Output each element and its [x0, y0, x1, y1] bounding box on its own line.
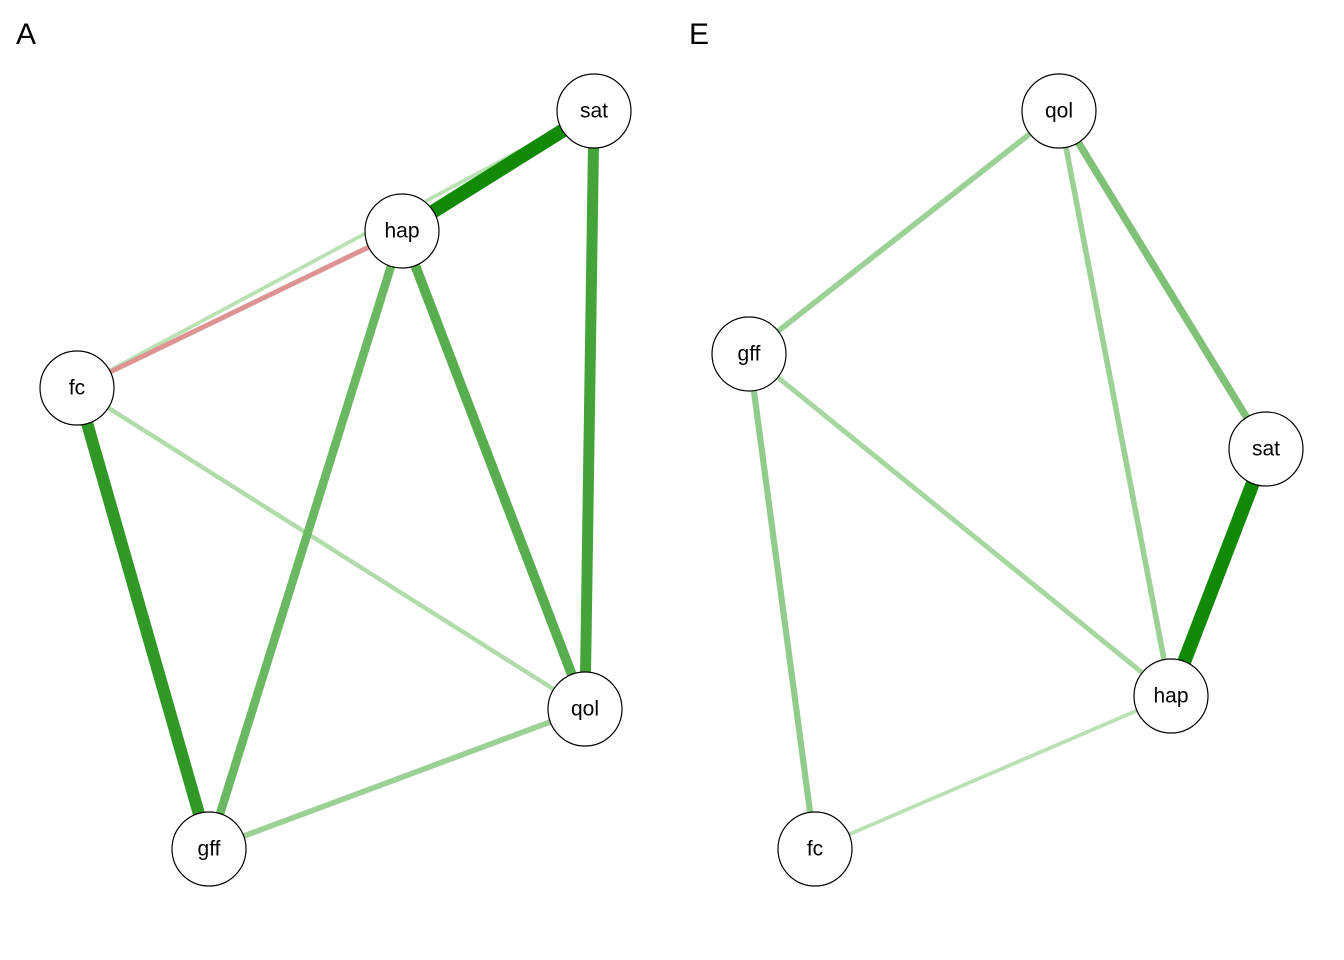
edge-hap-fc: [814, 694, 1172, 851]
node-qol: qol: [1021, 73, 1097, 149]
panel-label-a: A: [16, 18, 37, 51]
node-circle: [777, 811, 853, 887]
node-label: fc: [807, 838, 823, 861]
edge-gff-qol: [208, 706, 586, 852]
node-circle: [39, 350, 115, 426]
edge-hap-sat: [398, 105, 598, 237]
node-hap: hap: [364, 193, 440, 269]
node-label: hap: [1153, 685, 1188, 708]
node-circle: [171, 811, 247, 887]
node-gff: gff: [711, 316, 787, 392]
node-circle: [556, 73, 632, 149]
panel-e-nodes: qol gff sat hap fc: [711, 73, 1304, 887]
node-label: qol: [571, 698, 599, 721]
edge-qol-hap: [1056, 110, 1174, 697]
node-circle: [547, 671, 623, 747]
node-circle: [364, 193, 440, 269]
panel-a-nodes: sat hap fc qol gff: [39, 73, 632, 887]
edge-gff-hap: [747, 352, 1173, 698]
edge-fc-gff: [71, 386, 215, 851]
node-qol: qol: [547, 671, 623, 747]
node-label: gff: [198, 838, 221, 861]
edge-fc-qol: [75, 386, 587, 711]
node-circle: [1021, 73, 1097, 149]
panel-label-e: E: [689, 18, 710, 51]
edge-sat-qol: [579, 110, 600, 710]
node-label: gff: [738, 343, 761, 366]
edge-gff-fc: [745, 353, 819, 850]
edge-sat-hap: [1164, 446, 1273, 699]
node-label: sat: [580, 100, 608, 123]
node-sat: sat: [1228, 411, 1304, 487]
node-label: hap: [384, 220, 419, 243]
node-fc: fc: [777, 811, 853, 887]
node-label: sat: [1252, 438, 1280, 461]
node-hap: hap: [1133, 658, 1209, 734]
node-circle: [1228, 411, 1304, 487]
node-sat: sat: [556, 73, 632, 149]
edge-fc-hap: [75, 228, 404, 391]
edge-hap-gff: [204, 229, 407, 851]
node-label: fc: [69, 377, 85, 400]
edge-qol-sat: [1055, 109, 1270, 451]
edge-hap-qol: [397, 229, 590, 711]
node-circle: [1133, 658, 1209, 734]
node-gff: gff: [171, 811, 247, 887]
panel-e-edges: [745, 108, 1273, 851]
node-label: qol: [1045, 100, 1073, 123]
node-circle: [711, 316, 787, 392]
edge-qol-gff: [747, 108, 1061, 357]
panel-a-edges: [71, 105, 600, 852]
node-fc: fc: [39, 350, 115, 426]
